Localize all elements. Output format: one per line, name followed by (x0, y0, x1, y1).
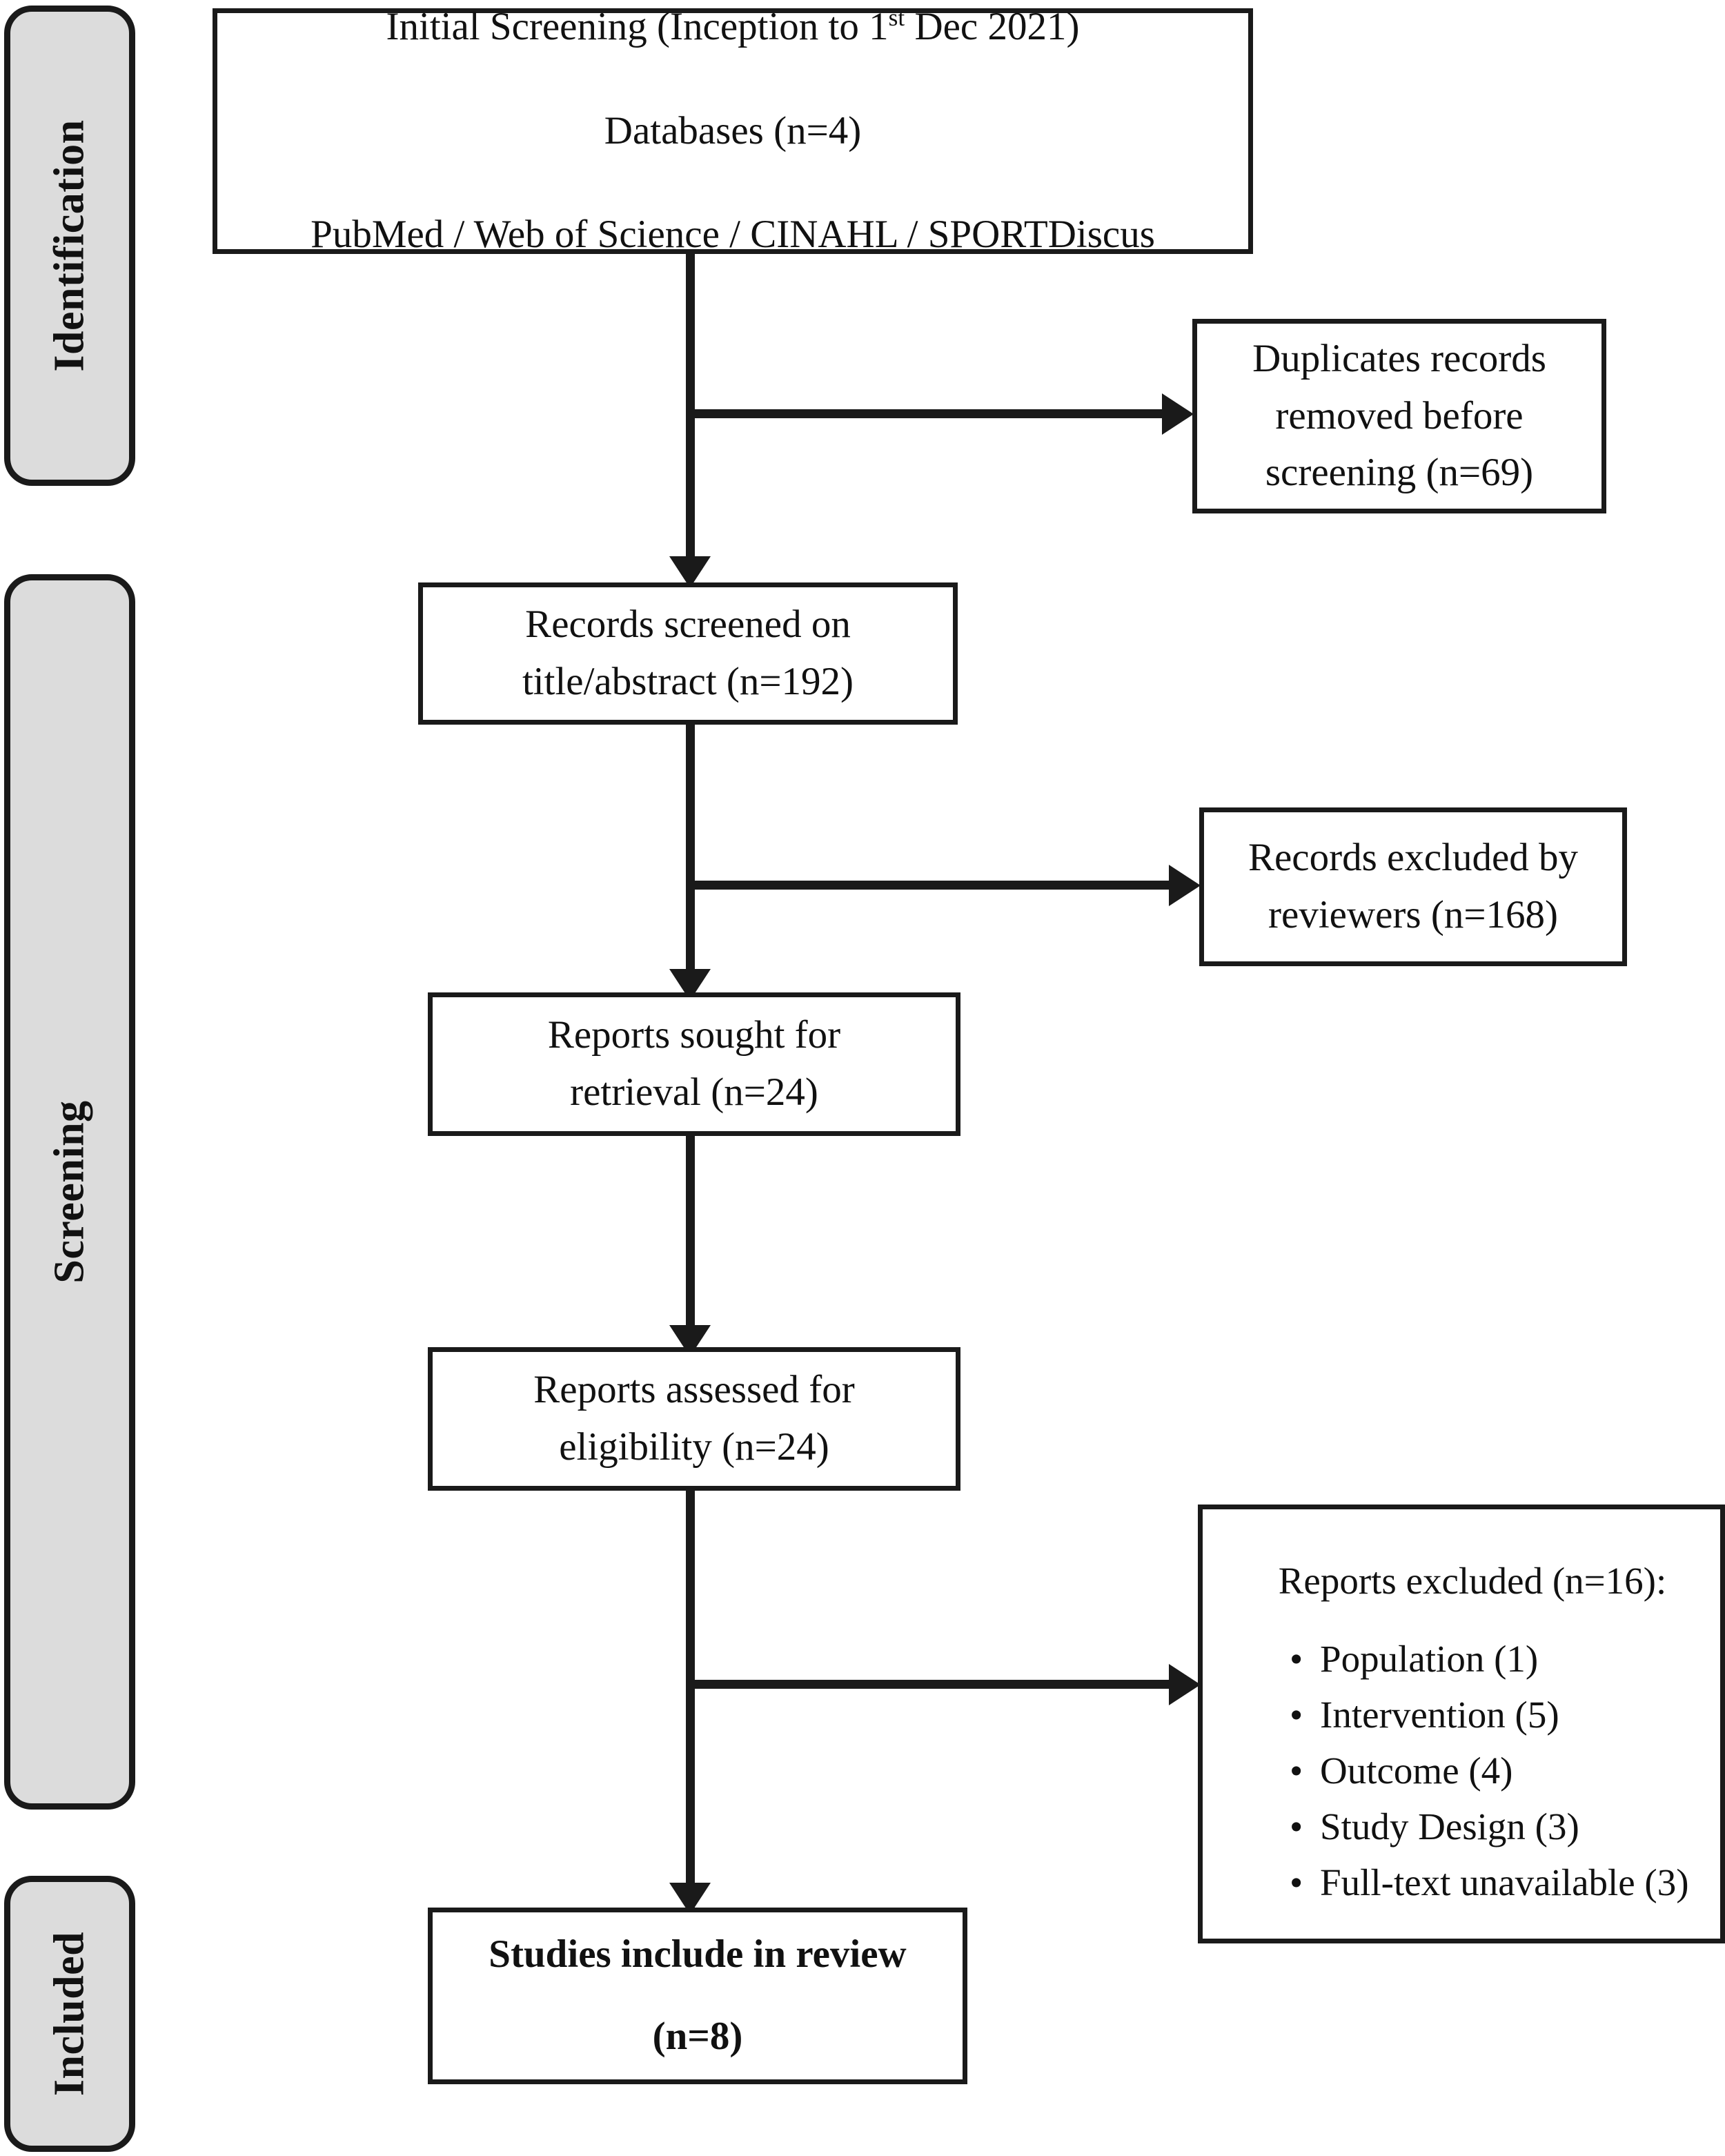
connector-branch-reports-excluded (686, 1680, 1188, 1689)
initial-screening-line-3: PubMed / Web of Science / CINAHL / SPORT… (310, 213, 1155, 257)
reason-label: Intervention (5) (1320, 1694, 1559, 1736)
initial-screening-line-1: Initial Screening (Inception to 1st Dec … (386, 4, 1080, 49)
bullet-icon: • (1290, 1805, 1303, 1848)
ordinal-suffix: st (888, 4, 905, 32)
box-records-excluded: Records excluded by reviewers (n=168) (1199, 807, 1627, 966)
reports-sought-line-1: Reports sought for (547, 1013, 841, 1057)
connector-assessed-to-included (686, 1491, 695, 1932)
stage-rail-included-label: Included (46, 1931, 93, 2097)
initial-screening-line-2: Databases (n=4) (604, 108, 862, 153)
duplicates-removed-line-3: screening (n=69) (1265, 451, 1534, 495)
box-records-screened: Records screened on title/abstract (n=19… (418, 582, 958, 725)
stage-rail-identification-label: Identification (46, 119, 93, 372)
studies-included-line-2: (n=8) (652, 2015, 743, 2058)
reports-sought-line-2: retrieval (n=24) (570, 1070, 818, 1114)
stage-rail-included: Included (4, 1876, 135, 2152)
bullet-icon: • (1290, 1750, 1303, 1792)
records-excluded-line-1: Records excluded by (1248, 836, 1578, 880)
connector-screened-to-sought (686, 723, 695, 999)
list-item: • Full-text unavailable (3) (1290, 1859, 1702, 1905)
reports-excluded-reason-list: • Population (1) • Intervention (5) • Ou… (1243, 1636, 1702, 1905)
bullet-icon: • (1290, 1861, 1303, 1904)
arrowhead-right-to-reports-excluded (1169, 1664, 1201, 1705)
box-studies-included: Studies include in review (n=8) (428, 1908, 967, 2084)
records-screened-line-2: title/abstract (n=192) (522, 660, 854, 703)
reason-label: Study Design (3) (1320, 1805, 1579, 1848)
reason-label: Outcome (4) (1320, 1750, 1513, 1792)
connector-sought-to-assessed (686, 1136, 695, 1384)
list-item: • Study Design (3) (1290, 1803, 1702, 1850)
list-item: • Outcome (4) (1290, 1747, 1702, 1794)
bullet-icon: • (1290, 1694, 1303, 1736)
box-reports-sought: Reports sought for retrieval (n=24) (428, 992, 960, 1136)
box-duplicates-removed: Duplicates records removed before screen… (1192, 319, 1606, 513)
reports-excluded-title: Reports excluded (n=16): (1278, 1560, 1667, 1602)
stage-rail-identification: Identification (4, 6, 135, 486)
connector-branch-duplicates (686, 409, 1181, 418)
studies-included-line-1: Studies include in review (489, 1932, 907, 1977)
box-initial-screening: Initial Screening (Inception to 1st Dec … (213, 5, 1253, 256)
stage-rail-screening-label: Screening (46, 1100, 93, 1284)
duplicates-removed-line-2: removed before (1275, 393, 1524, 438)
arrowhead-right-to-records-excluded (1169, 865, 1201, 906)
connector-branch-records-excluded (686, 881, 1188, 890)
reason-label: Full-text unavailable (3) (1320, 1861, 1689, 1904)
stage-rail-screening: Screening (4, 574, 135, 1810)
box-reports-excluded: Reports excluded (n=16): • Population (1… (1198, 1505, 1725, 1943)
reports-assessed-line-2: eligibility (n=24) (559, 1425, 829, 1469)
box-reports-assessed: Reports assessed for eligibility (n=24) (428, 1347, 960, 1491)
records-screened-line-1: Records screened on (525, 602, 851, 647)
duplicates-removed-line-1: Duplicates records (1252, 337, 1546, 381)
list-item: • Population (1) (1290, 1636, 1702, 1682)
reason-label: Population (1) (1320, 1638, 1539, 1680)
reports-assessed-line-1: Reports assessed for (533, 1368, 855, 1412)
records-excluded-line-2: reviewers (n=168) (1268, 893, 1558, 937)
list-item: • Intervention (5) (1290, 1692, 1702, 1738)
bullet-icon: • (1290, 1638, 1303, 1680)
arrowhead-right-to-duplicates (1162, 393, 1194, 435)
